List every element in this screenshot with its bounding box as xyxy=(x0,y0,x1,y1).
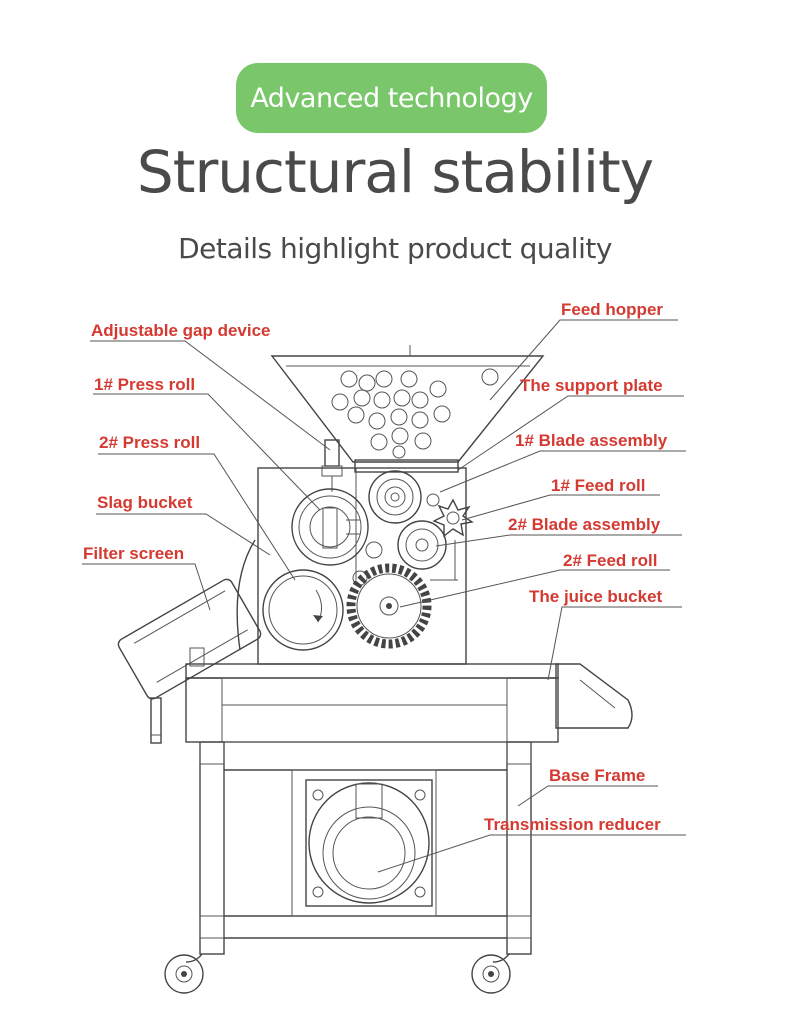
label-feed-roll-1: 1# Feed roll xyxy=(551,476,645,495)
caster-left xyxy=(164,953,204,994)
slag-bucket-shape xyxy=(117,578,262,700)
feed-hopper-shape xyxy=(270,345,545,473)
blade-assembly-1-shape xyxy=(426,493,474,538)
label-adjustable-gap-device: Adjustable gap device xyxy=(91,321,271,340)
label-blade-assembly-2: 2# Blade assembly xyxy=(508,515,661,534)
juice-bucket-shape xyxy=(555,663,633,729)
press-roll-2-shape xyxy=(262,569,344,651)
badge-label: Advanced technology xyxy=(250,82,533,114)
adjustable-gap-device-shape xyxy=(321,439,343,492)
page-title: Structural stability xyxy=(136,138,654,206)
filter-screen-curve xyxy=(236,539,256,651)
label-feed-roll-2: 2# Feed roll xyxy=(563,551,657,570)
drain-pipe xyxy=(150,697,162,744)
page-subtitle: Details highlight product quality xyxy=(178,232,612,265)
machine-drawing xyxy=(117,345,633,994)
advanced-technology-badge: Advanced technology xyxy=(236,63,547,133)
labels: Adjustable gap device 1# Press roll 2# P… xyxy=(83,300,668,834)
leader-lines xyxy=(82,319,686,873)
base-frame-shape xyxy=(199,741,532,955)
feed-roll-2-shape xyxy=(346,563,432,649)
label-support-plate: The support plate xyxy=(520,376,663,395)
label-base-frame: Base Frame xyxy=(549,766,645,785)
label-feed-hopper: Feed hopper xyxy=(561,300,663,319)
caster-right xyxy=(471,953,511,994)
label-filter-screen: Filter screen xyxy=(83,544,184,563)
label-press-roll-1: 1# Press roll xyxy=(94,375,195,394)
label-press-roll-2: 2# Press roll xyxy=(99,433,200,452)
label-blade-assembly-1: 1# Blade assembly xyxy=(515,431,668,450)
table-top xyxy=(185,663,559,679)
label-juice-bucket: The juice bucket xyxy=(529,587,663,606)
label-transmission-reducer: Transmission reducer xyxy=(484,815,661,834)
label-slag-bucket: Slag bucket xyxy=(97,493,193,512)
feed-roll-1-shape xyxy=(368,470,422,524)
table-frame xyxy=(185,677,559,743)
transmission-reducer-shape xyxy=(305,779,433,907)
press-roll-1-shape xyxy=(291,488,369,566)
